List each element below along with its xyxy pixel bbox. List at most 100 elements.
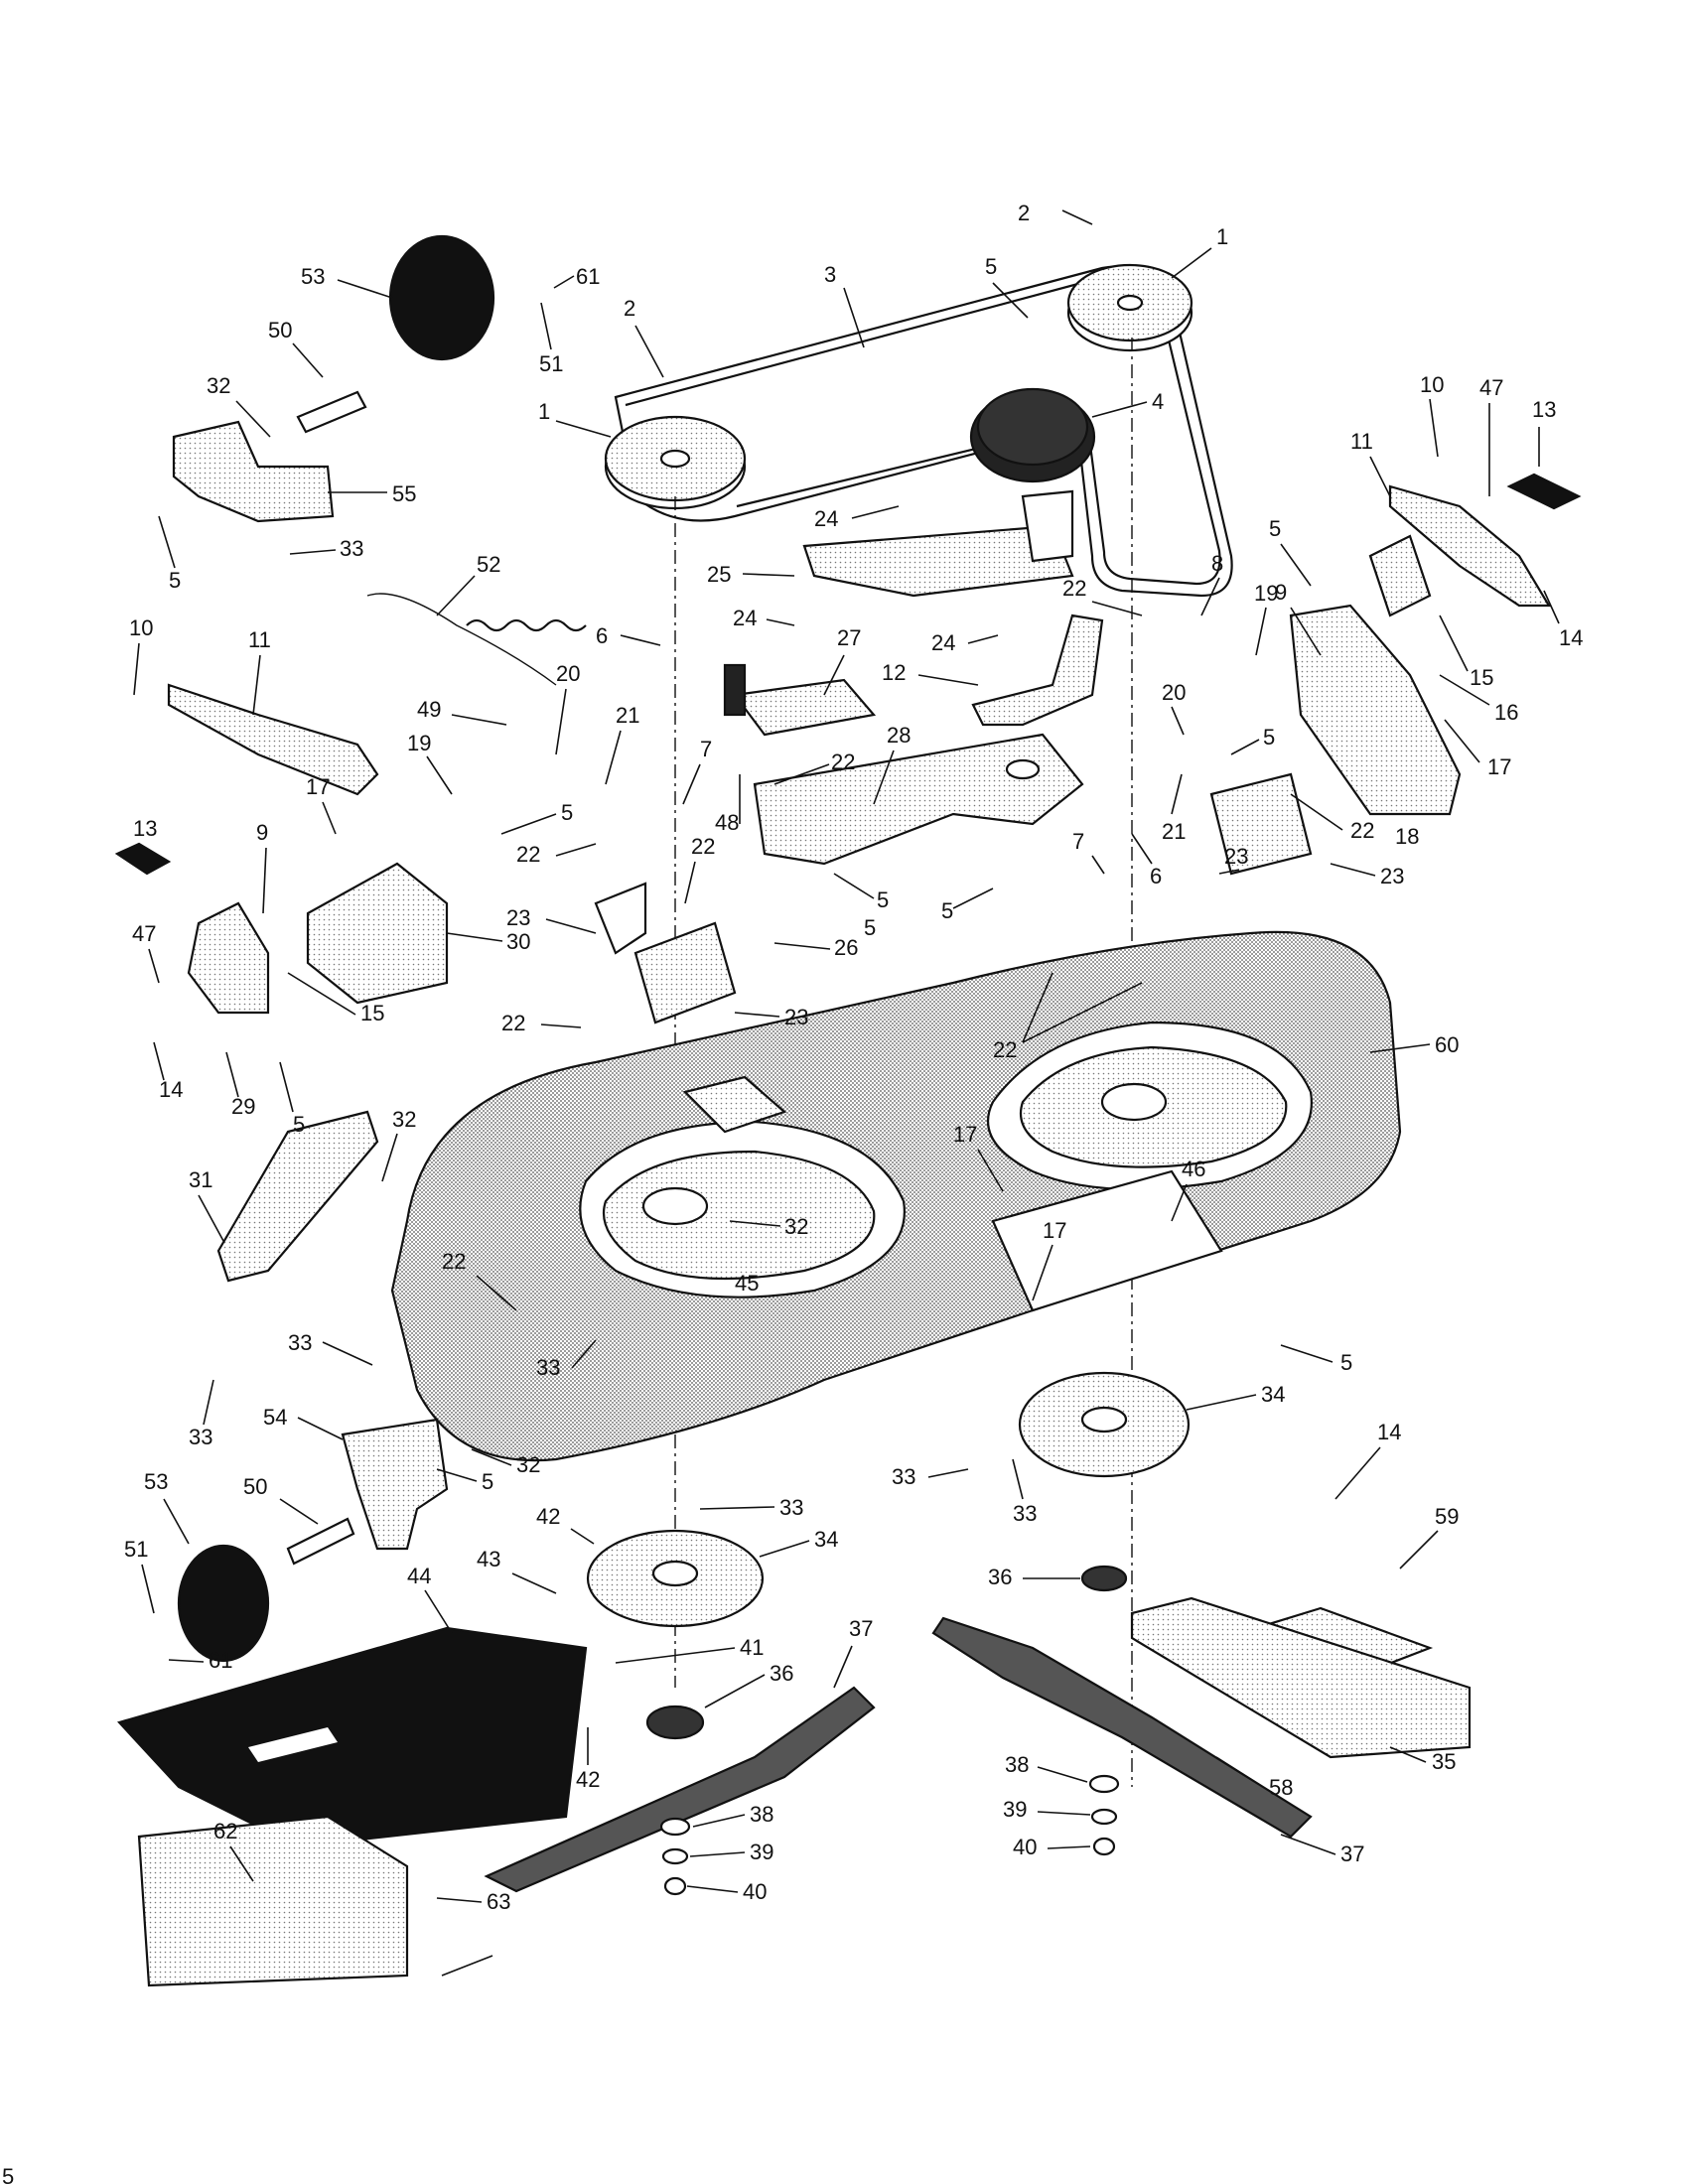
- callout-19-right: 19: [1254, 581, 1278, 606]
- callout-62: 63: [487, 1889, 510, 1914]
- belt-guard-left: [594, 882, 737, 1024]
- callout-5-deck-right: 5: [1340, 1350, 1352, 1375]
- bracket-12: [971, 614, 1104, 727]
- callout-5-right: 5: [1269, 516, 1281, 541]
- discharge-chute-44: [116, 1626, 588, 1848]
- callout-57: 58: [1269, 1775, 1293, 1800]
- callout-37-right: 37: [1340, 1842, 1364, 1866]
- callout-38-left: 38: [750, 1802, 773, 1827]
- callout-13-left: 13: [133, 816, 157, 841]
- callout-43: 43: [477, 1547, 500, 1571]
- callout-37-left: 37: [849, 1616, 873, 1641]
- footer-mark: 5: [2, 2164, 14, 2184]
- callout-20-left: 20: [556, 661, 580, 686]
- callout-1-left: 1: [538, 399, 550, 424]
- callout-46: 46: [1182, 1157, 1205, 1181]
- idler-pulley: [969, 387, 1096, 483]
- callout-labels: 2 1 3 5 4 2 1 61 53 51 50 32 55 33 5 52 …: [124, 201, 1583, 1977]
- callout-59: 60: [1435, 1032, 1459, 1057]
- mower-deck: [390, 930, 1402, 1462]
- callout-33-left-b: 33: [536, 1355, 560, 1380]
- callout-24-a: 24: [814, 506, 838, 531]
- deck-bracket-center: [753, 733, 1084, 866]
- bracket-35: [1130, 1596, 1472, 1759]
- callout-28: 28: [887, 723, 911, 748]
- callout-14-right: 14: [1559, 625, 1583, 650]
- callout-2-top: 2: [1018, 201, 1030, 225]
- callout-47-right: 47: [1479, 375, 1503, 400]
- callout-3: 3: [824, 262, 836, 287]
- callout-61: 62: [213, 1819, 237, 1843]
- callout-19-left: 19: [407, 731, 431, 755]
- callout-4: 4: [1152, 389, 1164, 414]
- callout-24-b: 24: [733, 606, 757, 630]
- callout-1-right: 1: [1216, 224, 1228, 249]
- callout-5-left-b: 5: [293, 1112, 305, 1137]
- handle-13-left: [114, 842, 172, 876]
- callout-18: 18: [1395, 824, 1419, 849]
- callout-33-left-a: 33: [288, 1330, 312, 1355]
- callout-5-left-a: 5: [561, 800, 573, 825]
- callout-45: 45: [735, 1271, 759, 1296]
- callout-23-right-b: 23: [1380, 864, 1404, 888]
- callout-10-right: 10: [1420, 372, 1444, 397]
- callout-55: 55: [392, 481, 416, 506]
- blade-right: [931, 1616, 1313, 1839]
- gauge-wheel-top: [296, 234, 495, 434]
- callout-12: 12: [882, 660, 906, 685]
- callout-44: 44: [407, 1564, 431, 1588]
- callout-53-bottom: 53: [144, 1469, 168, 1494]
- callout-50-top: 50: [268, 318, 292, 342]
- callout-42-bottom: 42: [576, 1767, 600, 1792]
- callout-14-left: 14: [159, 1077, 183, 1102]
- callout-23-left-a: 23: [506, 905, 530, 930]
- handle-13-right: [1506, 473, 1582, 510]
- right-shield-18: [1289, 534, 1462, 816]
- callout-32-bottom: 32: [516, 1452, 540, 1477]
- callout-27: 27: [837, 625, 861, 650]
- front-bracket-54: [341, 1418, 449, 1551]
- callout-2-left: 2: [624, 296, 635, 321]
- callout-21-left: 21: [616, 703, 639, 728]
- callout-14-bottom-right: 14: [1377, 1420, 1401, 1444]
- callout-5-center-a: 5: [864, 915, 876, 940]
- callout-34-right: 34: [1261, 1382, 1285, 1407]
- bracket-31: [216, 1110, 379, 1283]
- callout-54: 54: [263, 1405, 287, 1430]
- hardware-stack-right: [1088, 1774, 1120, 1856]
- callout-31: 31: [189, 1167, 212, 1192]
- callout-22-b: 22: [831, 750, 855, 774]
- callout-16: 16: [1494, 700, 1518, 725]
- callout-32-top: 32: [207, 373, 230, 398]
- bearing-36-right: [1080, 1565, 1128, 1592]
- callout-41: 41: [740, 1635, 764, 1660]
- gauge-wheel-bottom: [177, 1517, 355, 1663]
- callout-22-left-b: 22: [501, 1011, 525, 1035]
- callout-38-right: 38: [1005, 1752, 1029, 1777]
- callout-17-deck-a: 17: [953, 1122, 977, 1147]
- callout-11-right: 11: [1350, 429, 1373, 454]
- callout-33-top: 33: [340, 536, 363, 561]
- callout-32-mid: 32: [392, 1107, 416, 1132]
- callout-34-left: 34: [814, 1527, 838, 1552]
- callout-23-right-a: 23: [1224, 844, 1248, 869]
- callout-58: 59: [1435, 1504, 1459, 1529]
- callout-22-c: 22: [691, 834, 715, 859]
- callout-5-mid-right: 5: [1263, 725, 1275, 750]
- callout-6-right: 6: [1150, 864, 1162, 888]
- callout-52: 52: [477, 552, 500, 577]
- front-bracket-55: [172, 420, 335, 523]
- callout-39-left: 39: [750, 1840, 773, 1864]
- left-plate-15: [187, 901, 270, 1015]
- left-bracket-30: [306, 862, 449, 1005]
- callout-11-left: 11: [248, 627, 271, 652]
- callout-17-left: 17: [306, 774, 330, 799]
- callout-15-left: 15: [360, 1001, 384, 1025]
- callout-49: 49: [417, 697, 441, 722]
- callout-5-bottom-left: 5: [482, 1469, 493, 1494]
- callout-39-right: 39: [1003, 1797, 1027, 1822]
- callout-9-right: 9: [1275, 580, 1287, 605]
- callout-20-right: 20: [1162, 680, 1186, 705]
- callout-36-left: 36: [770, 1661, 793, 1686]
- callout-60-top: 61: [576, 264, 600, 289]
